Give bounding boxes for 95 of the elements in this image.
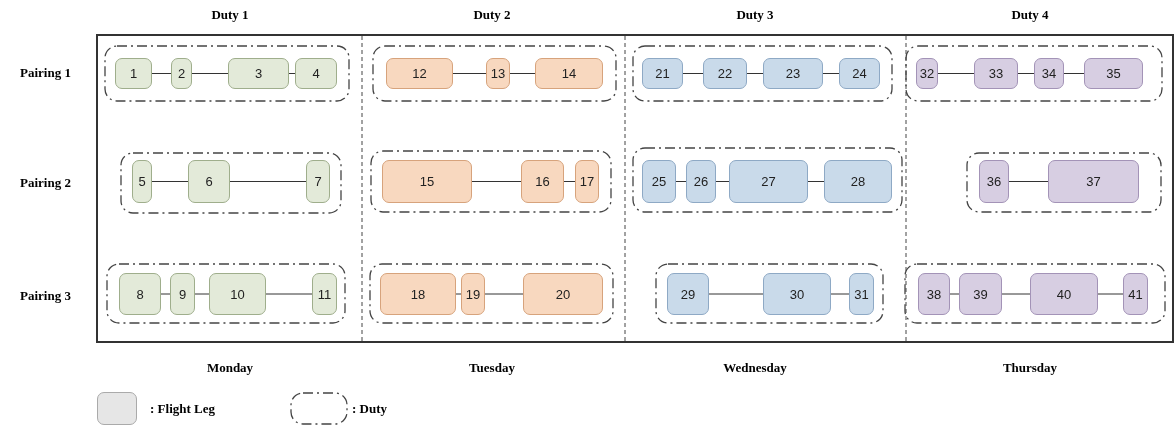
flight-leg-box: 4 — [295, 58, 337, 89]
connector-line — [265, 293, 313, 295]
flight-leg-box: 7 — [306, 160, 330, 203]
flight-leg-box: 22 — [703, 58, 747, 89]
connector-line — [675, 181, 687, 182]
duty-box — [966, 152, 1162, 213]
flight-leg-box: 10 — [209, 273, 266, 315]
flight-leg-box: 9 — [170, 273, 195, 315]
flight-leg-box: 6 — [188, 160, 230, 203]
flight-leg-box: 40 — [1030, 273, 1098, 315]
flight-leg-box: 15 — [382, 160, 472, 203]
flight-leg-box: 21 — [642, 58, 683, 89]
flight-leg-box: 36 — [979, 160, 1009, 203]
column-header: Duty 3 — [736, 7, 774, 23]
connector-line — [1001, 293, 1031, 295]
duty-box — [372, 45, 617, 102]
connector-line — [288, 73, 296, 74]
row-header: Pairing 1 — [20, 65, 71, 81]
duty-box — [369, 263, 614, 324]
connector-line — [682, 73, 704, 74]
flight-leg-box: 13 — [486, 58, 510, 89]
legend-label: : Duty — [352, 400, 388, 417]
legend-label: : Flight Leg — [150, 400, 215, 417]
flight-leg-box: 8 — [119, 273, 161, 315]
connector-line — [484, 293, 524, 295]
duty-box — [106, 263, 346, 324]
connector-line — [191, 73, 229, 74]
connector-line — [563, 181, 576, 182]
row-header: Pairing 2 — [20, 175, 71, 191]
flight-leg-box: 16 — [521, 160, 564, 203]
day-label: Thursday — [1002, 360, 1058, 376]
connector-line — [452, 73, 487, 74]
flight-leg-box: 3 — [228, 58, 289, 89]
connector-line — [830, 293, 850, 295]
connector-line — [1097, 293, 1124, 295]
connector-line — [937, 73, 975, 74]
duty-box — [632, 147, 903, 213]
day-label: Tuesday — [469, 360, 515, 376]
flight-leg-box: 25 — [642, 160, 676, 203]
connector-line — [471, 181, 522, 182]
flight-leg-box: 37 — [1048, 160, 1139, 203]
flight-leg-box: 1 — [115, 58, 152, 89]
flight-leg-box: 32 — [916, 58, 938, 89]
flight-leg-box: 18 — [380, 273, 456, 315]
flight-leg-box: 17 — [575, 160, 599, 203]
flight-leg-box: 26 — [686, 160, 716, 203]
flight-leg-box: 33 — [974, 58, 1018, 89]
connector-line — [1008, 181, 1049, 182]
connector-line — [455, 293, 462, 295]
connector-line — [509, 73, 536, 74]
connector-line — [151, 73, 172, 74]
connector-line — [708, 293, 764, 295]
day-label: Monday — [206, 360, 254, 376]
duty-box — [905, 45, 1163, 102]
flight-leg-box: 41 — [1123, 273, 1148, 315]
flight-leg-box: 5 — [132, 160, 152, 203]
row-header: Pairing 3 — [20, 288, 71, 304]
column-header: Duty 1 — [211, 7, 249, 23]
flight-leg-box: 27 — [729, 160, 808, 203]
flight-leg-box: 38 — [918, 273, 950, 315]
connector-line — [1063, 73, 1085, 74]
flight-leg-box: 20 — [523, 273, 603, 315]
flight-leg-box: 11 — [312, 273, 337, 315]
connector-line — [949, 293, 960, 295]
duty-box — [120, 152, 342, 214]
flight-leg-box: 35 — [1084, 58, 1143, 89]
connector-line — [715, 181, 730, 182]
duty-box — [632, 45, 893, 102]
connector-line — [160, 293, 171, 295]
flight-leg-box: 2 — [171, 58, 192, 89]
flight-leg-box: 12 — [386, 58, 453, 89]
connector-line — [822, 73, 840, 74]
flight-leg-box: 24 — [839, 58, 880, 89]
connector-line — [194, 293, 210, 295]
connector-line — [229, 181, 307, 182]
flight-leg-box: 28 — [824, 160, 892, 203]
flight-leg-box: 31 — [849, 273, 874, 315]
column-header: Duty 2 — [473, 7, 511, 23]
flight-leg-box: 34 — [1034, 58, 1064, 89]
flight-leg-box: 30 — [763, 273, 831, 315]
connector-line — [807, 181, 825, 182]
duty-box — [104, 45, 350, 102]
duty-box — [370, 150, 612, 213]
connector-line — [1017, 73, 1035, 74]
flight-leg-box: 23 — [763, 58, 823, 89]
connector-line — [746, 73, 764, 74]
duty-box — [655, 263, 884, 324]
flight-leg-box: 39 — [959, 273, 1002, 315]
flight-leg-box: 29 — [667, 273, 709, 315]
day-label: Wednesday — [723, 360, 787, 376]
flight-leg-box: 14 — [535, 58, 603, 89]
flight-leg-box: 19 — [461, 273, 485, 315]
connector-line — [151, 181, 189, 182]
duty-box — [904, 263, 1166, 324]
column-header: Duty 4 — [1011, 7, 1049, 23]
